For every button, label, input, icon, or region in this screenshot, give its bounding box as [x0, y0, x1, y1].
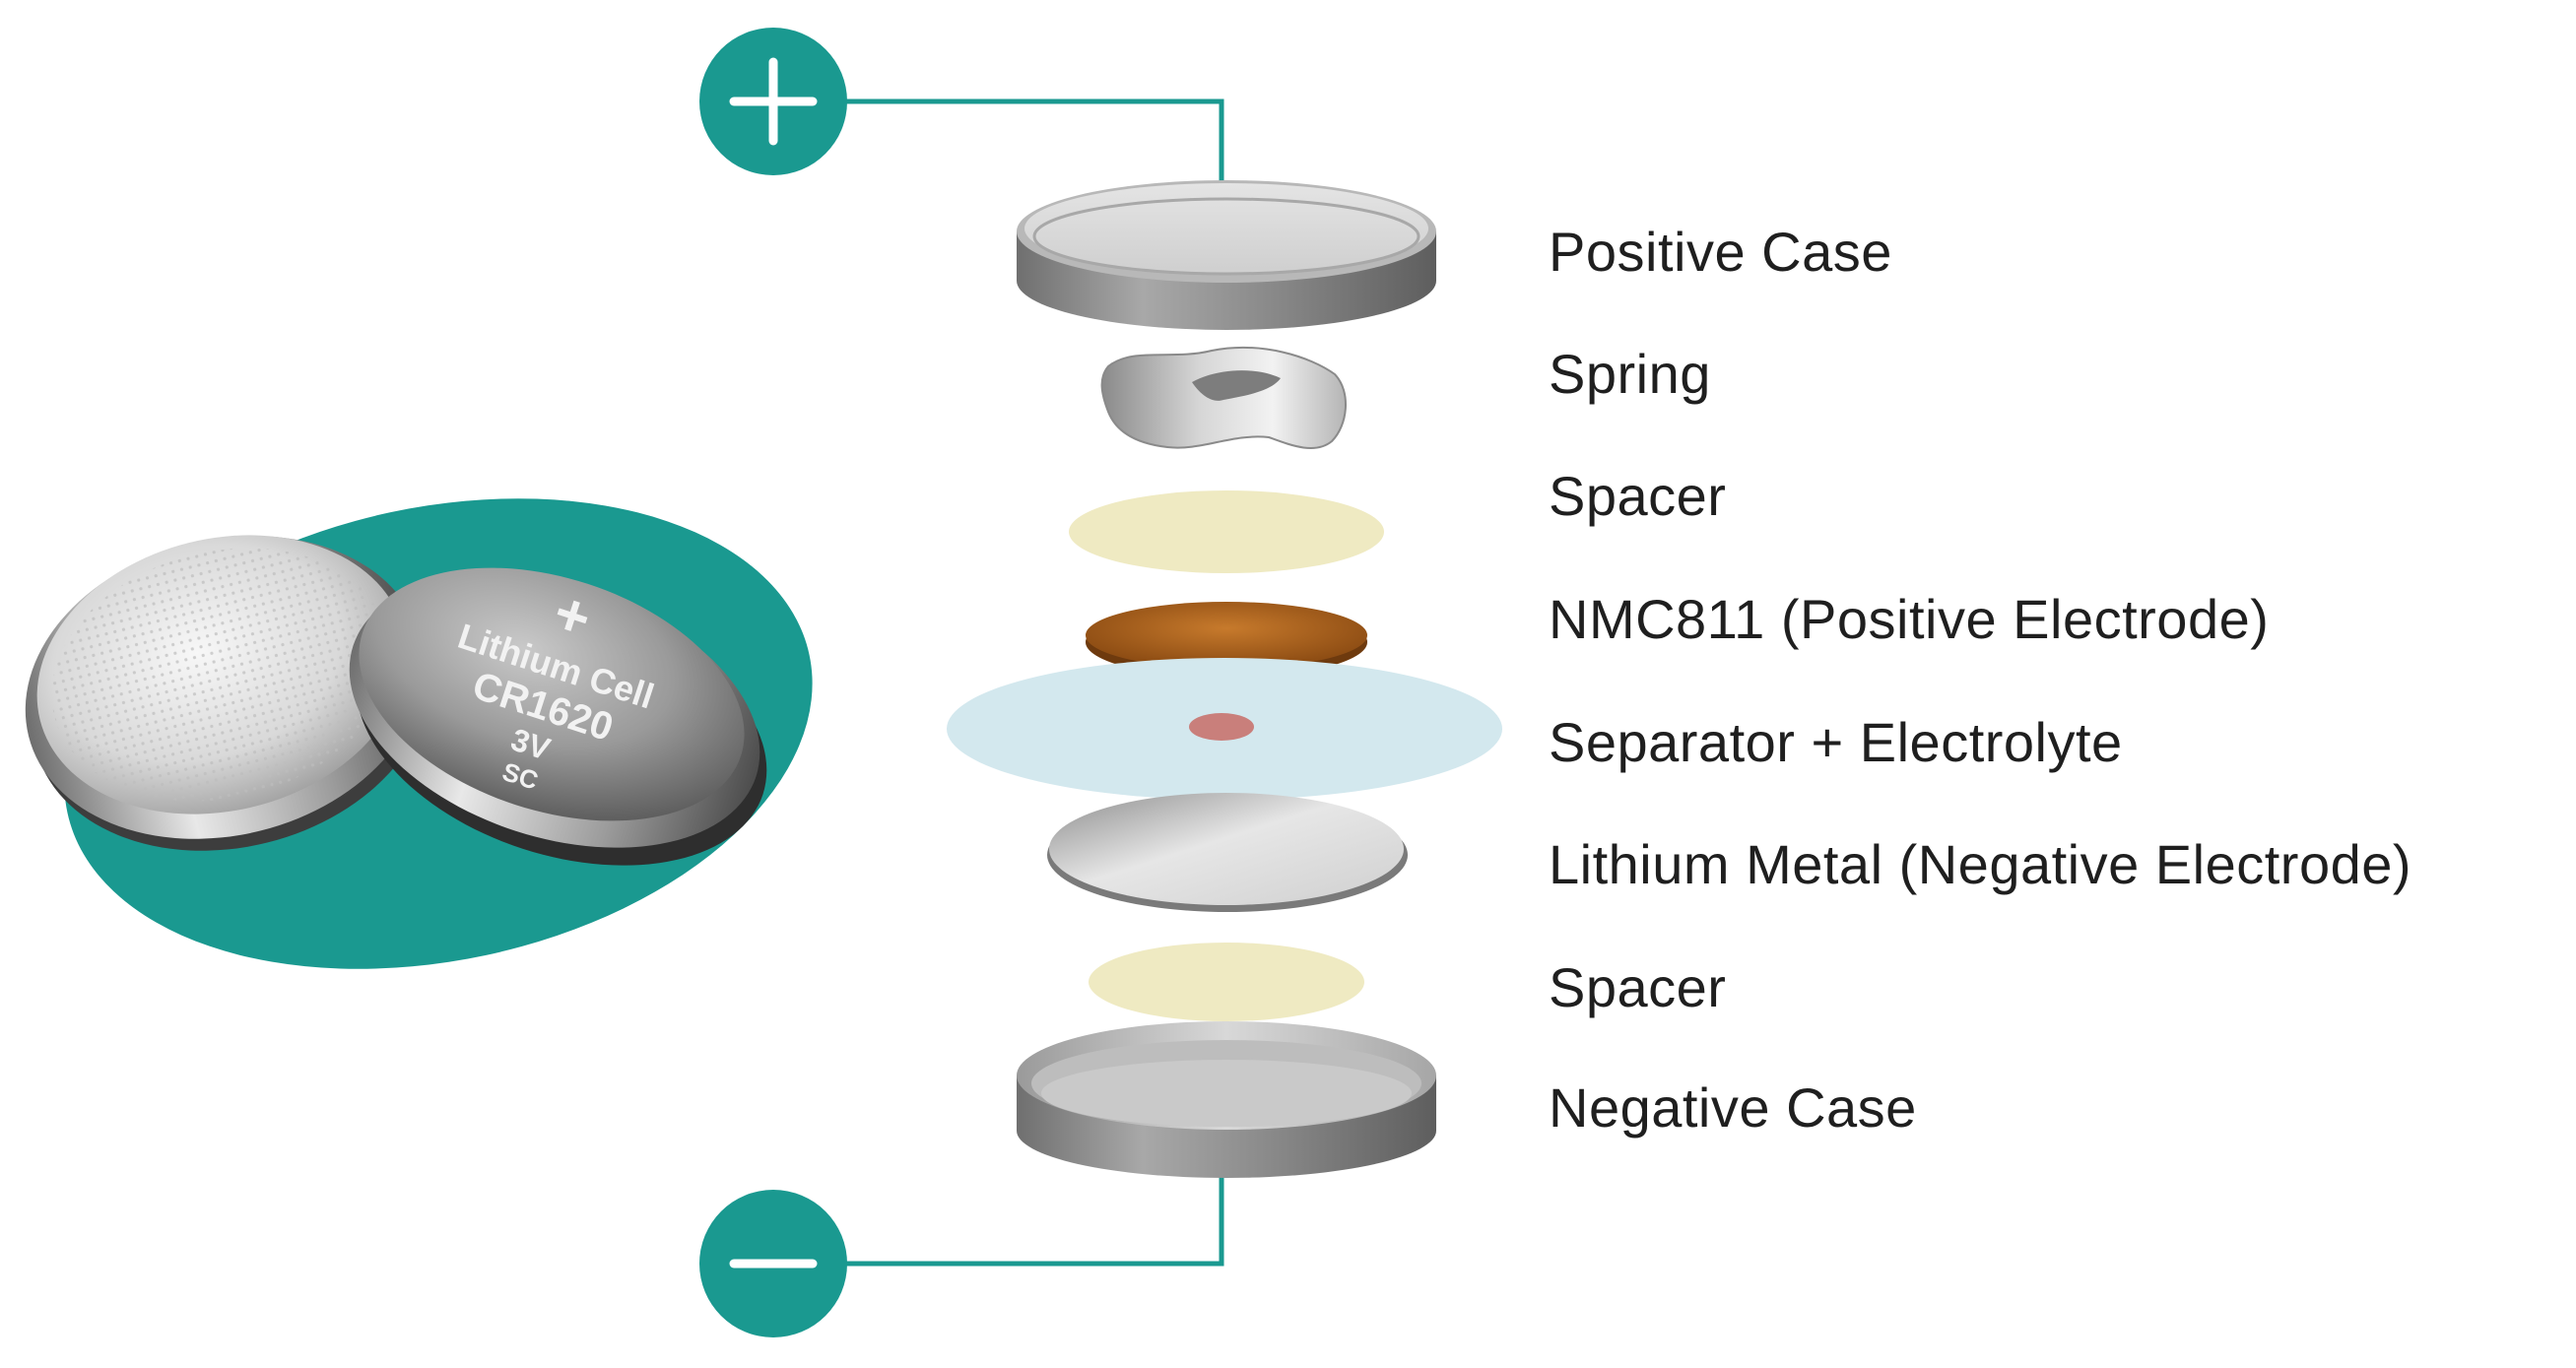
nmc811-electrode-part	[1086, 602, 1367, 678]
label-spacer-bottom: Spacer	[1549, 956, 1727, 1018]
label-spring: Spring	[1549, 343, 1711, 405]
spring-part	[1100, 347, 1347, 449]
positive-lead-line	[842, 98, 1224, 192]
negative-lead-line	[842, 1177, 1224, 1267]
separator-part	[947, 658, 1502, 800]
coin-back	[25, 535, 431, 851]
positive-case-part	[1017, 180, 1436, 330]
positive-terminal	[699, 28, 1224, 192]
lithium-metal-part	[1047, 793, 1408, 912]
spacer-bottom-part	[1089, 943, 1364, 1021]
label-negative-case: Negative Case	[1549, 1076, 1917, 1139]
label-positive-case: Positive Case	[1549, 221, 1892, 283]
label-nmc811: NMC811 (Positive Electrode)	[1549, 588, 2270, 650]
coin-front: + Lithium Cell CR1620 3V SC	[349, 567, 767, 866]
negative-case-part	[1017, 1021, 1436, 1178]
negative-terminal	[699, 1177, 1224, 1337]
label-spacer-top: Spacer	[1549, 465, 1727, 527]
electrolyte-drop	[1189, 713, 1254, 741]
spacer-top-part	[1069, 490, 1384, 573]
plus-icon	[729, 57, 818, 146]
label-lithium-metal: Lithium Metal (Negative Electrode)	[1549, 833, 2412, 895]
coin-cell-photo: + Lithium Cell CR1620 3V SC	[25, 498, 813, 969]
label-separator: Separator + Electrolyte	[1549, 711, 2123, 773]
